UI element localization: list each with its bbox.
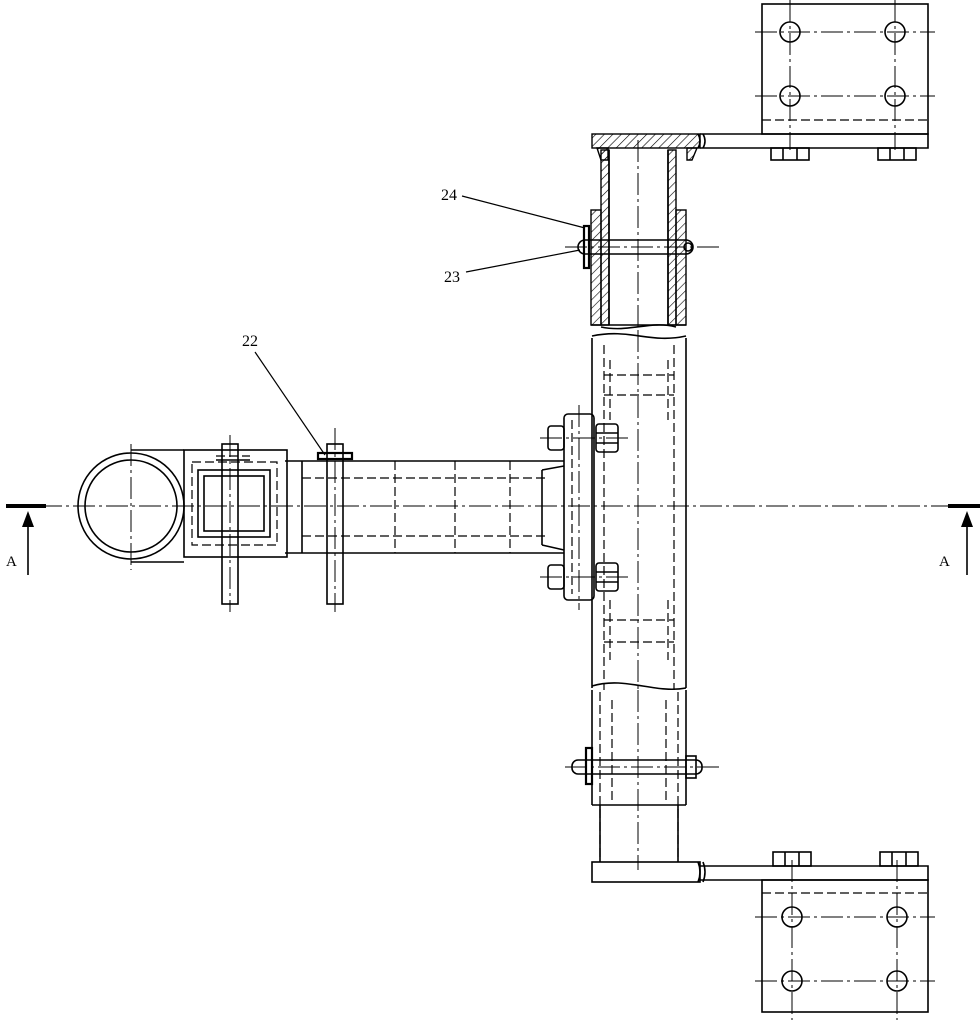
hex-bolt-head: [540, 423, 628, 453]
callout-23: 23: [444, 249, 581, 286]
stud-bolt: [316, 428, 354, 612]
washer: [582, 224, 591, 270]
bolt-hole: [884, 85, 906, 107]
main-column: [591, 330, 687, 700]
hex-nut: [879, 851, 919, 867]
lower-sleeve: [565, 690, 722, 870]
top-mounting-bracket: [697, 0, 935, 161]
hex-bolt-head: [540, 562, 628, 592]
pin: [565, 239, 720, 255]
callout-22: 22: [242, 333, 326, 456]
pipe-end: [77, 444, 185, 570]
hex-nut: [877, 147, 917, 161]
section-marker-right: A: [939, 504, 980, 575]
hex-nut: [770, 147, 810, 161]
callout-24: 24: [441, 187, 586, 229]
bottom-mounting-bracket: [591, 851, 935, 1020]
bolt-hole: [886, 906, 908, 928]
bolt-hole: [781, 906, 803, 928]
callout-label: 23: [444, 269, 460, 286]
flange: [540, 405, 628, 610]
bolt-hole: [886, 970, 908, 992]
bolt-hole: [884, 21, 906, 43]
upper-sleeve: [565, 140, 720, 335]
section-marker-left: A: [6, 504, 46, 575]
section-label-left: A: [6, 554, 17, 570]
bolt-hole: [779, 21, 801, 43]
section-label-right: A: [939, 554, 950, 570]
bolt-hole: [779, 85, 801, 107]
stud-bolt: [221, 435, 239, 612]
callout-label: 24: [441, 187, 457, 204]
bolt: [565, 746, 722, 786]
clamp-block: [183, 449, 288, 558]
callout-label: 22: [242, 333, 258, 350]
bolt-hole: [781, 970, 803, 992]
